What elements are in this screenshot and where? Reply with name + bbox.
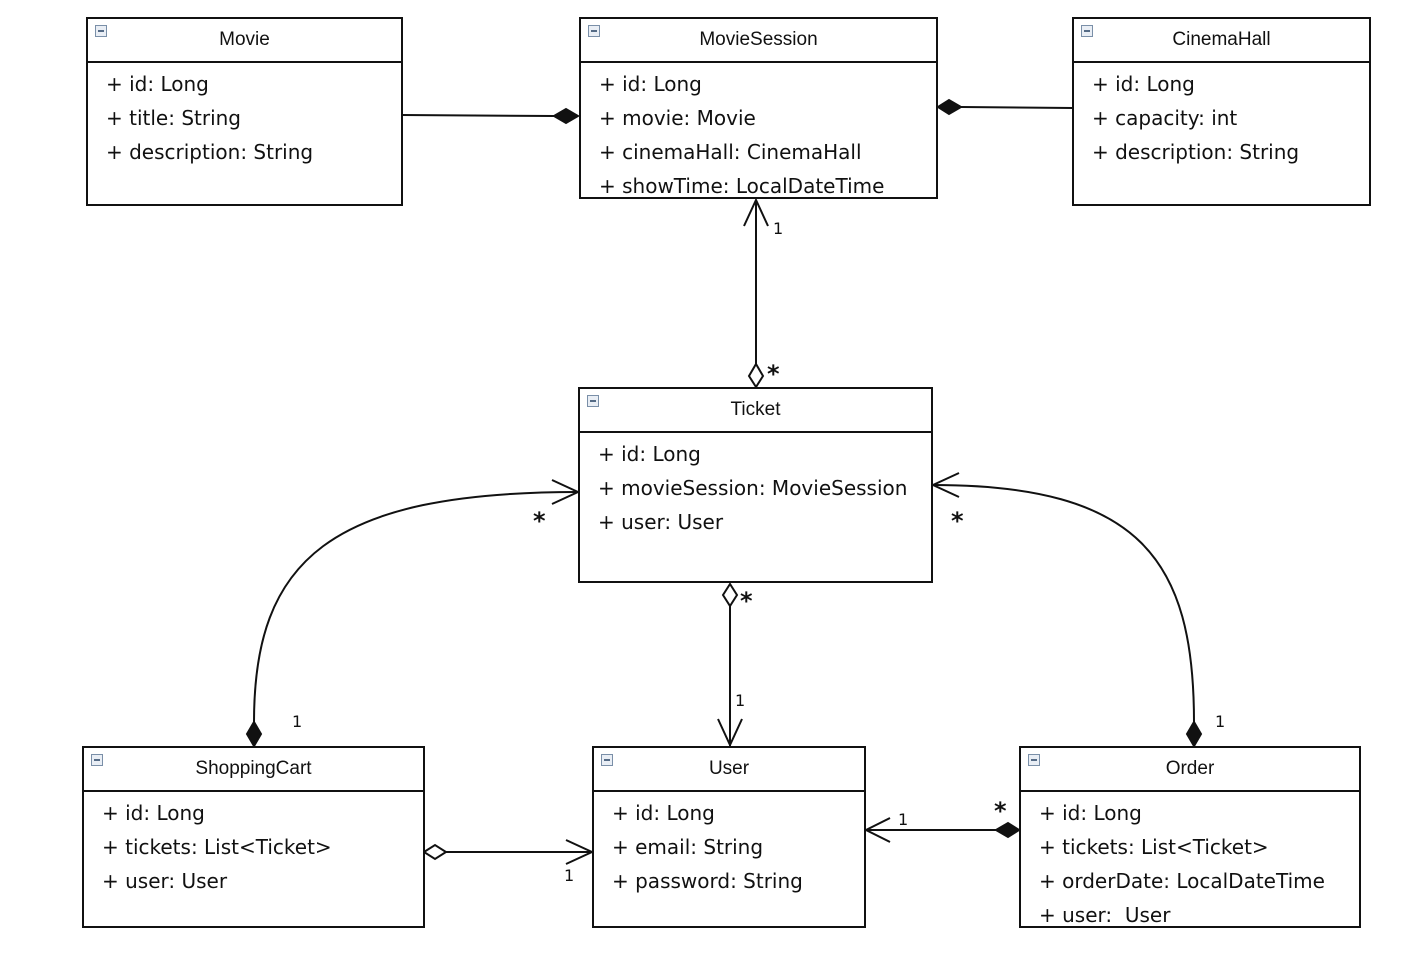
attribute: + password: String	[612, 869, 803, 893]
attribute: + user: User	[598, 510, 724, 534]
attribute: + movie: Movie	[599, 106, 756, 130]
class-header: CinemaHall	[1074, 19, 1369, 63]
class-header: Order	[1021, 748, 1359, 792]
multiplicity-label: *	[994, 797, 1007, 825]
multiplicity-label: 1	[773, 219, 784, 238]
class-name: User	[708, 758, 750, 779]
class-header: MovieSession	[581, 19, 936, 63]
attribute: + cinemaHall: CinemaHall	[599, 140, 862, 164]
movie-session-composition-line	[401, 114, 555, 117]
arrowhead	[717, 718, 743, 748]
collapse-icon[interactable]	[1028, 754, 1040, 766]
attribute: + id: Long	[106, 72, 209, 96]
class-header: Movie	[88, 19, 401, 63]
composition-diamond	[552, 107, 580, 125]
class-order[interactable]: Order + id: Long + tickets: List<Ticket>…	[1019, 746, 1361, 928]
class-name: Order	[1165, 758, 1215, 779]
attribute: + id: Long	[1092, 72, 1195, 96]
order-ticket-composition-line	[932, 484, 1195, 723]
multiplicity-label: *	[533, 507, 546, 535]
attribute: + id: Long	[1039, 801, 1142, 825]
cinemahall-session-composition-line	[960, 106, 1074, 109]
attribute: + description: String	[1092, 140, 1300, 164]
collapse-icon[interactable]	[588, 25, 600, 37]
class-cinema-hall[interactable]: CinemaHall + id: Long + capacity: int + …	[1072, 17, 1371, 206]
aggregation-diamond	[747, 362, 765, 389]
attribute: + id: Long	[598, 442, 701, 466]
attribute: + id: Long	[599, 72, 702, 96]
collapse-icon[interactable]	[91, 754, 103, 766]
multiplicity-label: 1	[1215, 712, 1226, 731]
class-movie[interactable]: Movie + id: Long + title: String + descr…	[86, 17, 403, 206]
multiplicity-label: 1	[292, 712, 303, 731]
attribute: + description: String	[106, 140, 314, 164]
multiplicity-label: *	[767, 360, 780, 388]
class-movie-session[interactable]: MovieSession + id: Long + movie: Movie +…	[579, 17, 938, 199]
attribute: + id: Long	[612, 801, 715, 825]
arrowhead	[743, 197, 769, 227]
multiplicity-label: 1	[898, 810, 909, 829]
class-name: Movie	[219, 29, 270, 50]
multiplicity-label: 1	[564, 866, 575, 885]
cart-ticket-composition-line	[253, 491, 579, 723]
attribute: + title: String	[106, 106, 241, 130]
aggregation-diamond	[721, 582, 739, 608]
class-header: ShoppingCart	[84, 748, 423, 792]
composition-diamond	[245, 720, 263, 748]
collapse-icon[interactable]	[601, 754, 613, 766]
multiplicity-label: *	[740, 587, 753, 615]
class-shopping-cart[interactable]: ShoppingCart + id: Long + tickets: List<…	[82, 746, 425, 928]
arrowhead	[930, 472, 960, 498]
attribute: + showTime: LocalDateTime	[599, 174, 885, 198]
multiplicity-label: *	[951, 507, 964, 535]
collapse-icon[interactable]	[95, 25, 107, 37]
class-name: Ticket	[730, 399, 781, 420]
attribute: + orderDate: LocalDateTime	[1039, 869, 1325, 893]
attribute: + tickets: List<Ticket>	[102, 835, 332, 859]
aggregation-diamond	[422, 843, 448, 861]
composition-diamond	[994, 821, 1021, 839]
attribute: + movieSession: MovieSession	[598, 476, 908, 500]
composition-diamond	[1185, 720, 1203, 748]
attribute: + id: Long	[102, 801, 205, 825]
attribute: + capacity: int	[1092, 106, 1238, 130]
class-user[interactable]: User + id: Long + email: String + passwo…	[592, 746, 866, 928]
class-header: User	[594, 748, 864, 792]
attribute: + user: User	[102, 869, 228, 893]
attribute: + user: User	[1039, 903, 1171, 927]
attribute: + tickets: List<Ticket>	[1039, 835, 1269, 859]
attribute: + email: String	[612, 835, 764, 859]
class-name: ShoppingCart	[195, 758, 312, 779]
arrowhead	[863, 817, 891, 843]
collapse-icon[interactable]	[587, 395, 599, 407]
class-name: CinemaHall	[1172, 29, 1271, 50]
class-header: Ticket	[580, 389, 931, 433]
multiplicity-label: 1	[735, 691, 746, 710]
collapse-icon[interactable]	[1081, 25, 1093, 37]
class-ticket[interactable]: Ticket + id: Long + movieSession: MovieS…	[578, 387, 933, 583]
class-name: MovieSession	[699, 29, 818, 50]
composition-diamond	[936, 98, 963, 116]
